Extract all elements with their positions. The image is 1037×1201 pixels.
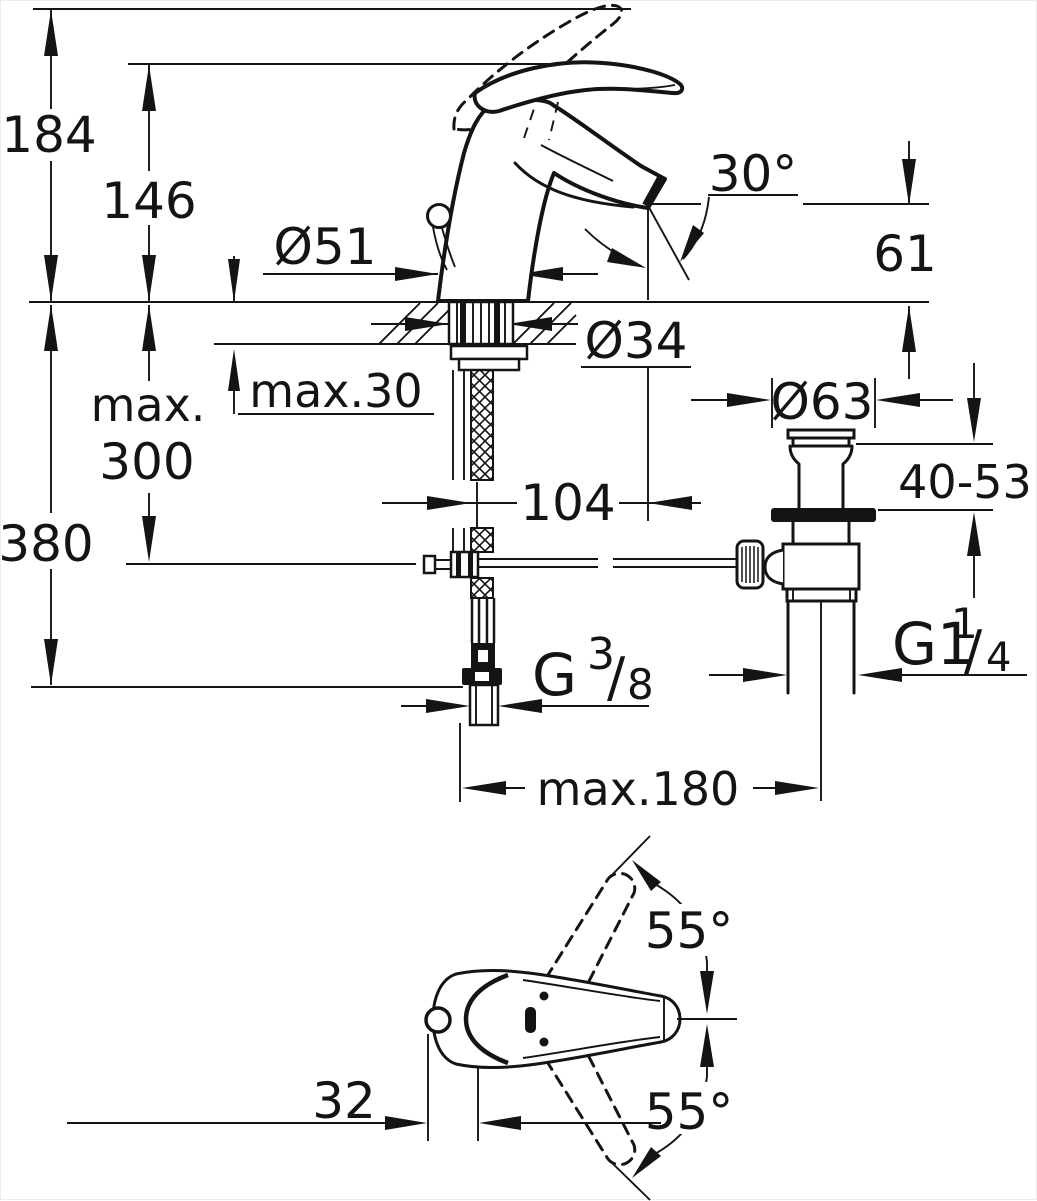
dim-total-height: 184 [1, 106, 96, 164]
dim-supply-thread-base: G [532, 641, 577, 709]
dim-hose-reach-2: 300 [99, 433, 194, 491]
pull-knob-top-view [424, 1006, 452, 1034]
dim-swing-lower: 55° [645, 1083, 734, 1141]
dim-rod-reach: max.180 [537, 762, 740, 816]
dim-hose-reach-1: max. [91, 378, 206, 432]
drain-dimensions: Ø63 40-53 G1 1 / 4 [691, 363, 1032, 682]
waste-gasket [771, 508, 876, 522]
dim-spout-to-deck: 61 [873, 225, 937, 283]
supply-hose-and-rod [422, 369, 737, 727]
waste-valve-body [781, 542, 861, 591]
rod-port [763, 548, 785, 586]
deck-hatching [378, 302, 577, 345]
mounting-deck [378, 300, 577, 372]
dim-swing-upper: 55° [645, 902, 734, 960]
handle-logo-mark [525, 1007, 536, 1033]
popup-rod-horizontal [478, 558, 737, 568]
dim-spray-angle: 30° [709, 145, 798, 203]
cartridge-hidden-lines [523, 99, 559, 141]
dim-total-depth: 380 [1, 515, 94, 573]
dim-spout-height: 146 [101, 172, 196, 230]
dim-waste-thread-base: G1 [892, 610, 974, 678]
dim-handle-offset: 32 [312, 1072, 376, 1130]
aerator [642, 174, 664, 207]
pull-rod-vertical [452, 370, 465, 553]
dim-hole-diameter: Ø34 [585, 312, 688, 370]
dim-supply-thread-den: 8 [627, 660, 654, 709]
mounting-flange [449, 344, 529, 361]
dim-waste-thread-num: 1 [951, 599, 978, 648]
dim-basin-thickness: 40-53 [898, 455, 1032, 509]
handle-dot-lower [539, 1037, 549, 1047]
pull-rod-stem [432, 226, 456, 271]
handle-position-lower-dashed [544, 1051, 637, 1167]
handle-dot-upper [539, 991, 549, 1001]
lower-dimensions: G 3 / 8 max.180 [401, 629, 819, 816]
tailpipe-flange [785, 587, 858, 603]
tailpipe [786, 599, 856, 695]
pull-rod-knob [426, 203, 452, 229]
dim-supply-thread-num: 3 [587, 629, 615, 680]
dim-supply-thread-slash: / [607, 646, 626, 709]
dim-waste-thread-slash: / [964, 619, 983, 682]
handle-position-upper-dashed [544, 871, 637, 987]
spout-neck-contour [513, 161, 635, 209]
drain-assembly [735, 428, 876, 801]
front-view-faucet [426, 3, 685, 303]
top-view: 55° 55° 32 [67, 835, 738, 1201]
supply-hose-upper [470, 369, 494, 481]
cartridge-dome-arc [463, 972, 509, 1066]
dim-spout-reach: 104 [520, 474, 615, 532]
handle-tip-contour [620, 84, 676, 90]
faucet-body [436, 97, 667, 303]
dim-waste-diameter: Ø63 [771, 373, 874, 431]
mounting-nut [457, 357, 521, 372]
front-view-dimensions: 184 146 Ø51 30° 61 m [1, 8, 937, 688]
dim-waste-thread-den: 4 [986, 635, 1011, 681]
dim-deck-thickness: max.30 [249, 364, 422, 418]
supply-thread-nipple [468, 683, 500, 727]
rod-coupler [449, 550, 480, 579]
faucet-handle [472, 60, 685, 114]
dim-base-diameter: Ø51 [274, 218, 377, 276]
spout-top-contour [540, 144, 614, 182]
